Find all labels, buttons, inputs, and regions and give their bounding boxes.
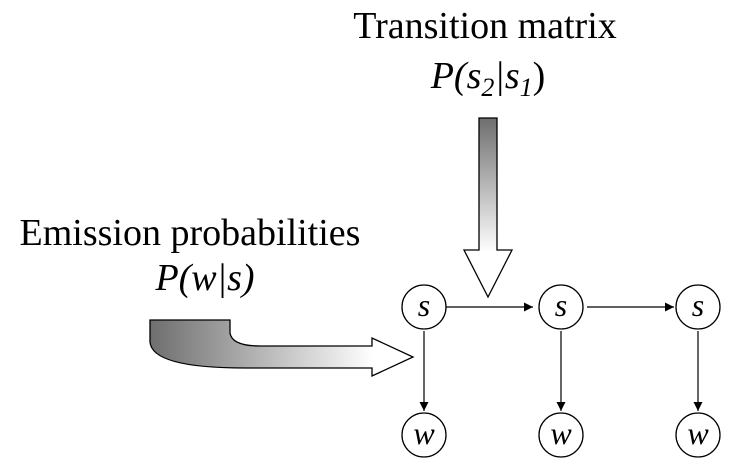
word-node-3-circle	[675, 412, 721, 458]
state-node-2-label: s	[555, 287, 567, 323]
emission-probabilities-caption: Emission probabilities	[20, 212, 361, 254]
state-node-3-circle	[675, 284, 721, 330]
transition-block-arrow	[462, 117, 514, 299]
word-node-1: w	[401, 412, 447, 458]
transition-formula-p: P(s	[430, 55, 482, 97]
emission-block-arrow	[149, 319, 415, 378]
word-node-3-label: w	[687, 415, 709, 451]
state-node-3-label: s	[692, 287, 704, 323]
word-node-2: w	[538, 412, 584, 458]
word-node-1-label: w	[413, 415, 435, 451]
state-node-2: s	[538, 284, 584, 330]
transition-formula-close: )	[533, 55, 546, 97]
state-node-2-circle	[538, 284, 584, 330]
state-node-3: s	[675, 284, 721, 330]
word-node-2-label: w	[550, 415, 572, 451]
transition-matrix-formula: P(s2|s1)	[430, 55, 546, 102]
transition-formula-bar: |s	[494, 55, 519, 97]
transition-matrix-caption: Transition matrix	[353, 5, 617, 47]
transition-formula-sub1: 1	[520, 73, 533, 102]
state-node-1-label: s	[418, 287, 430, 323]
state-node-1: s	[401, 284, 447, 330]
state-node-1-circle	[401, 284, 447, 330]
emission-probabilities-formula: P(w|s)	[154, 257, 254, 299]
word-node-1-circle	[401, 412, 447, 458]
word-node-2-circle	[538, 412, 584, 458]
transition-formula-sub2: 2	[481, 73, 494, 102]
word-node-3: w	[675, 412, 721, 458]
